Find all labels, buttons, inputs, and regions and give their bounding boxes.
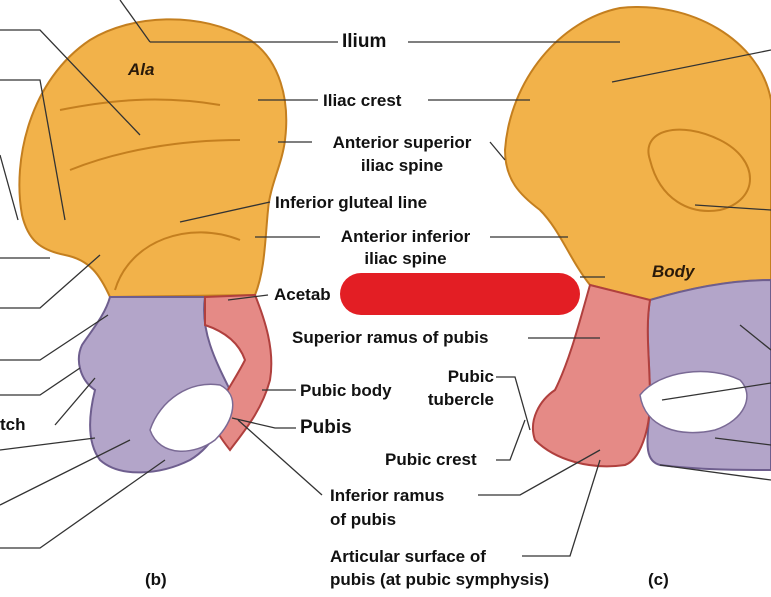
ilium-region-b [18,18,288,299]
label-asis-line1: Anterior superior [332,133,472,152]
label-inferior-ramus-line1: Inferior ramus [330,486,445,505]
label-inferior-ramus-line2: of pubis [330,510,397,529]
acetabulum-rim-b [114,231,241,291]
label-pubis: Pubis [300,417,352,438]
label-ala: Ala [128,60,155,79]
leader-left-3 [0,79,66,221]
leader-left-7 [0,314,109,361]
obturator-foramen-c [639,370,748,434]
label-body: Body [652,262,695,281]
pubis-region-c [532,283,652,468]
leader-right-3 [739,324,771,351]
leader-left-10 [0,439,131,506]
leader-left-11 [0,459,166,549]
leader-articular [522,459,601,557]
leader-right-6 [659,464,771,481]
ilium-ridge-b2 [69,139,241,171]
leader-asis-right [489,141,506,161]
label-ilium: Ilium [342,31,387,52]
leader-acetab-left [227,294,269,301]
obturator-foramen-b [149,383,234,452]
label-panel-b: (b) [145,570,167,589]
leader-tubercle [496,376,531,431]
leader-inf-ramus-left [237,419,323,496]
leader-left-8 [0,367,81,396]
label-left-cut-tch: tch [0,415,26,434]
panel-c-bone [503,6,771,471]
leader-left-4 [0,154,19,221]
label-aiis-line2: iliac spine [364,249,447,268]
label-pubic-body: Pubic body [300,381,392,400]
leader-lines [0,0,771,557]
label-iliac-crest: Iliac crest [323,91,402,110]
auricular-surface-c [647,128,751,212]
label-asis-line2: iliac spine [360,156,444,175]
label-pubic-tubercle-line1: Pubic [447,367,494,386]
leader-gluteal [179,201,271,223]
ilium-ridge-b [59,98,221,111]
leader-right-2 [694,204,771,211]
leader-right-5 [714,437,771,446]
label-pubic-crest: Pubic crest [385,450,477,469]
label-panel-c: (c) [648,570,669,589]
label-acetabulum: Acetab [274,285,331,304]
leader-right-4 [661,382,771,401]
leader-left-1 [119,0,151,43]
ilium-region-c [503,6,771,302]
leader-left-6 [0,254,101,309]
redaction-box [340,273,580,315]
label-superior-ramus: Superior ramus of pubis [292,328,489,347]
leader-pubic-crest [496,419,526,461]
leader-inf-ramus-right [478,449,601,496]
label-articular-line1: Articular surface of [330,547,486,566]
label-pubic-tubercle-line2: tubercle [427,390,494,409]
label-aiis-line1: Anterior inferior [340,227,471,246]
panel-b-bone [18,18,288,474]
leader-left-2 [0,29,141,136]
label-inferior-gluteal-line: Inferior gluteal line [275,193,428,212]
leader-right-1 [611,49,771,83]
leader-pubis [231,417,296,429]
leader-left-tch [54,377,96,426]
leader-left-9 [0,437,96,451]
label-articular-line2: pubis (at pubic symphysis) [330,570,550,589]
